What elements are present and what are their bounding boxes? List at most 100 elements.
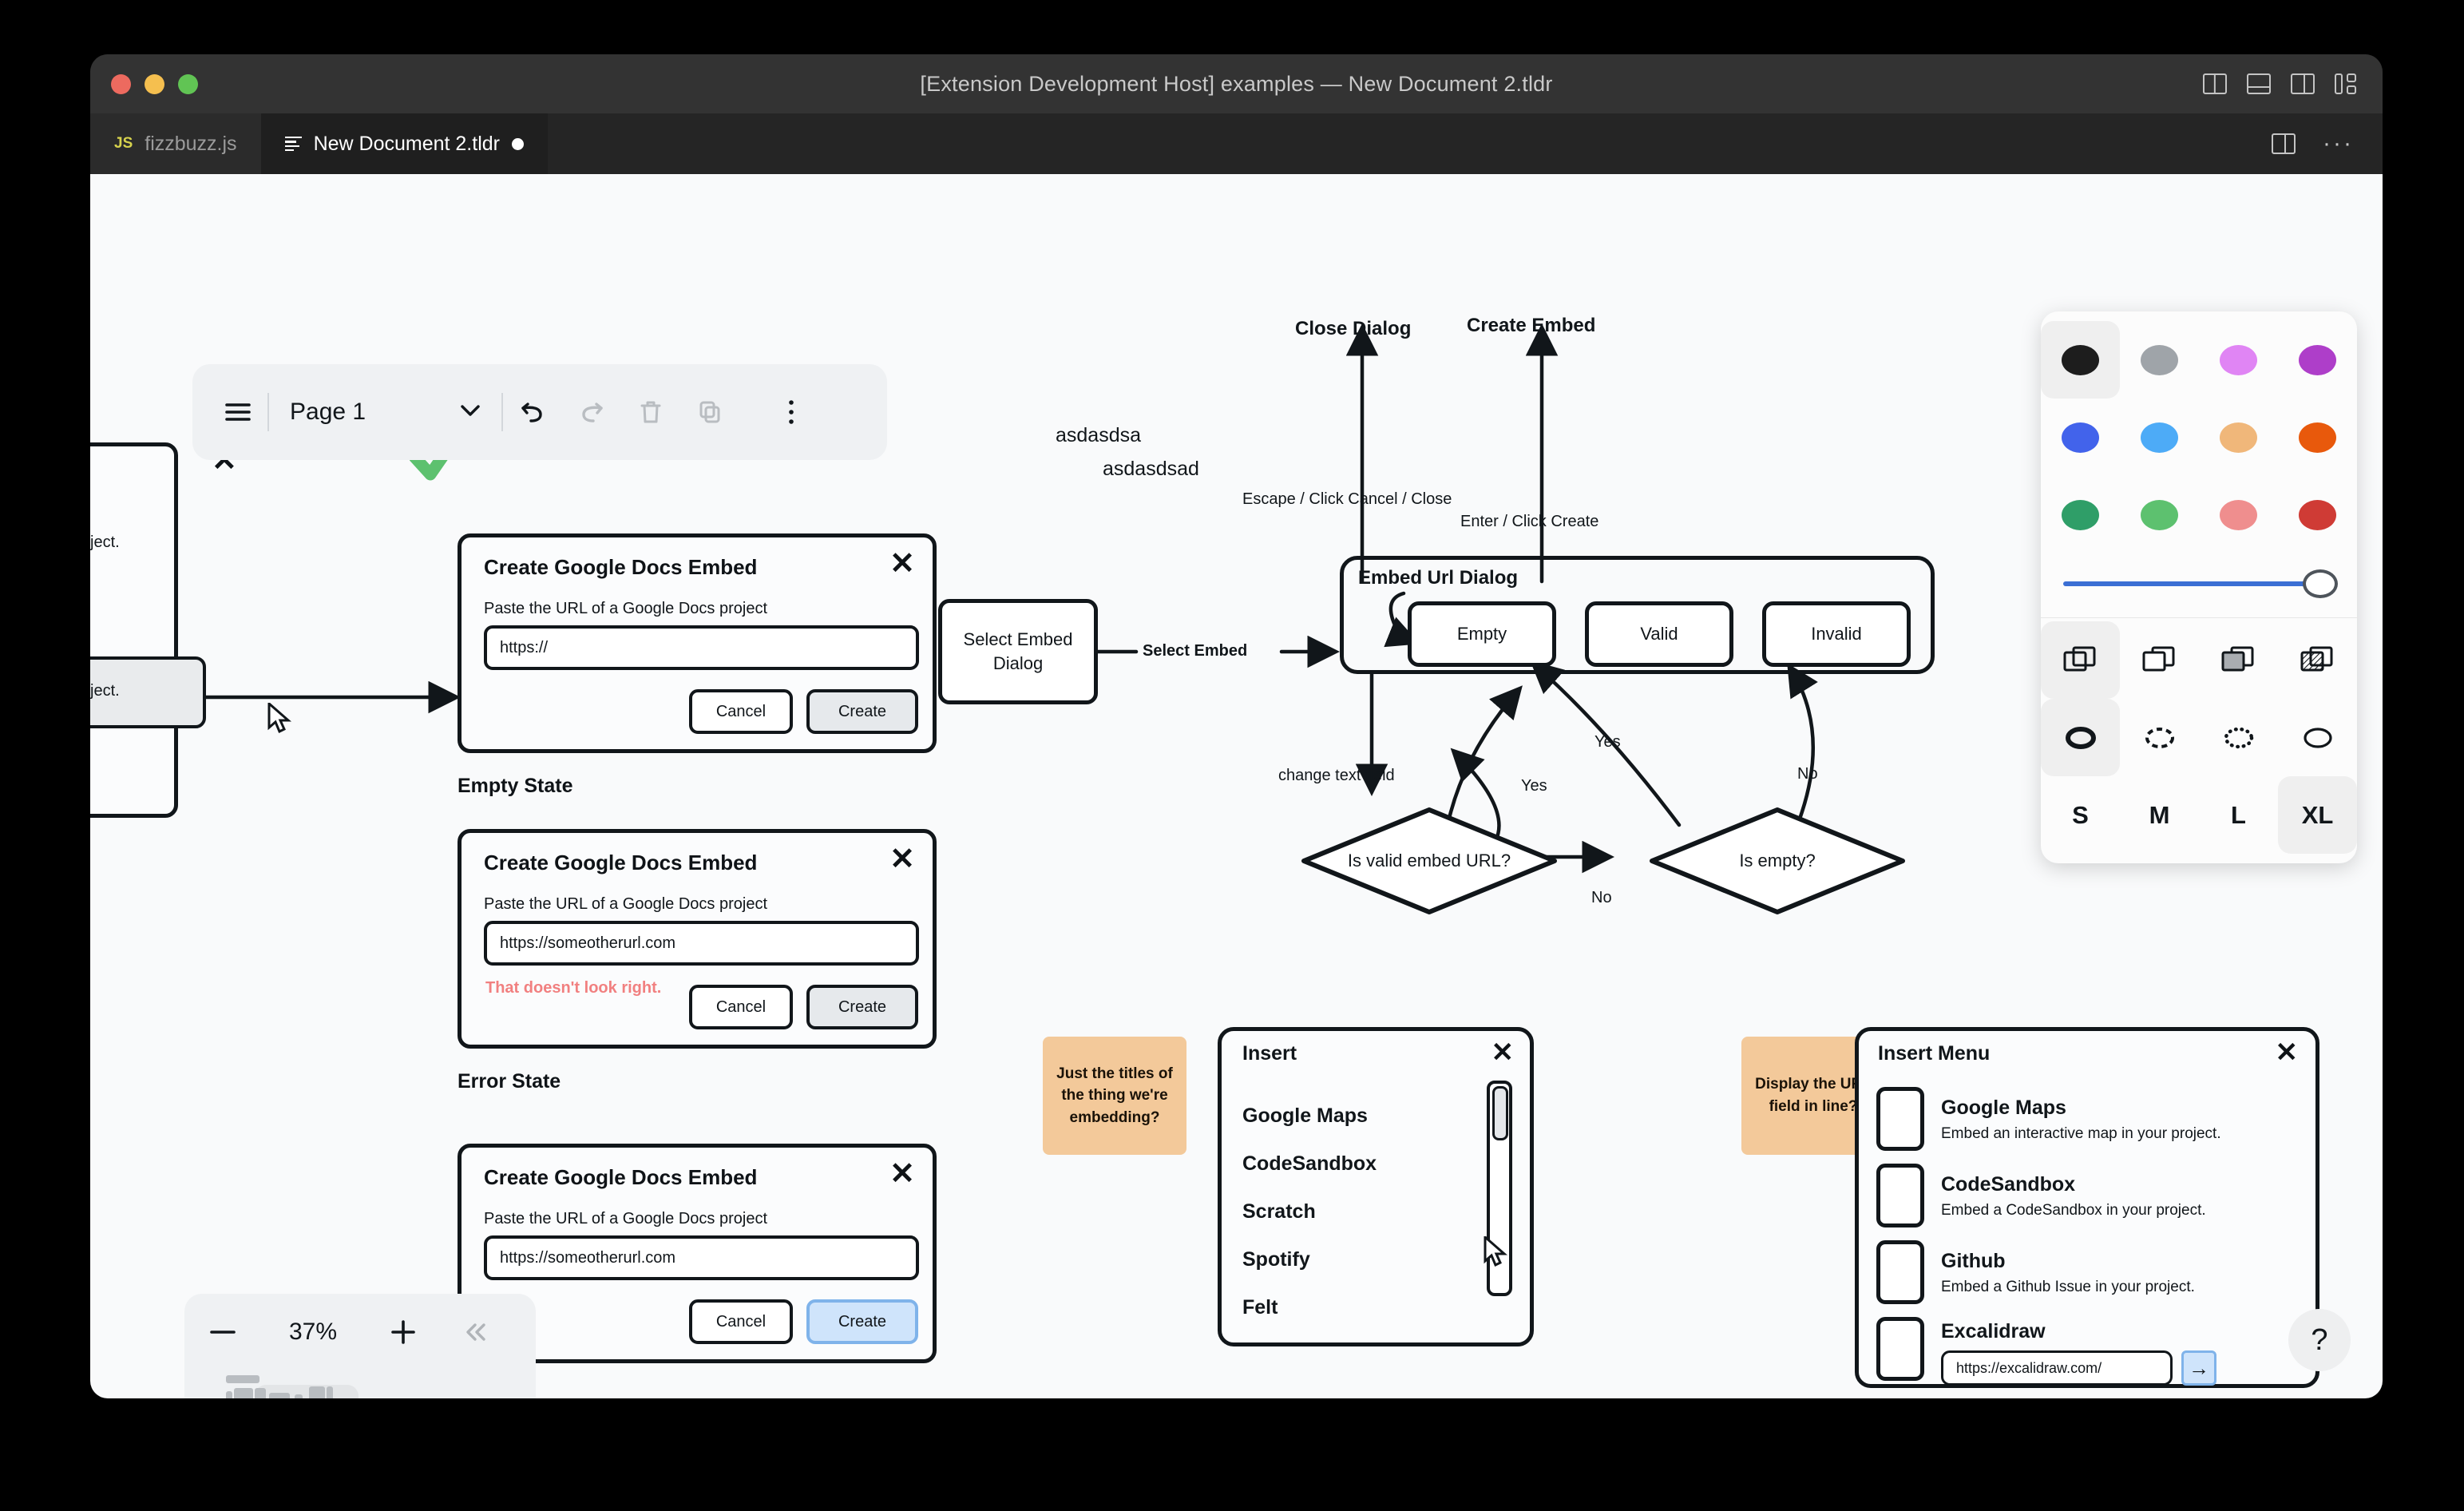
- create-button[interactable]: Create: [806, 689, 918, 734]
- insert-menu-thumb[interactable]: [1876, 1317, 1924, 1381]
- color-swatch-yellow[interactable]: [2199, 399, 2278, 476]
- close-icon[interactable]: ✕: [1491, 1037, 1515, 1068]
- toggle-primary-sidebar-icon[interactable]: [2203, 73, 2227, 94]
- fill-solid-icon[interactable]: [2199, 621, 2278, 699]
- page-selector[interactable]: Page 1: [269, 399, 501, 426]
- insert-menu-panel[interactable]: Insert Menu ✕ Google Maps Embed an inter…: [1855, 1027, 2319, 1388]
- zoom-and-minimap-panel[interactable]: 37%: [184, 1294, 536, 1398]
- dialog-valid-state[interactable]: Create Google Docs Embed ✕ Paste the URL…: [458, 1144, 937, 1363]
- redo-icon[interactable]: [562, 383, 621, 442]
- toggle-panel-icon[interactable]: [2247, 73, 2271, 94]
- node-valid[interactable]: Valid: [1585, 601, 1733, 667]
- dialog-error-state[interactable]: Create Google Docs Embed ✕ Paste the URL…: [458, 829, 937, 1049]
- minimize-window-button[interactable]: [145, 73, 164, 94]
- insert-panel[interactable]: Insert ✕ Google Maps CodeSandbox Scratch…: [1218, 1027, 1534, 1346]
- editor-menubar[interactable]: Page 1: [192, 364, 887, 460]
- fill-pattern-icon[interactable]: [2278, 621, 2357, 699]
- color-swatch-violet[interactable]: [2278, 321, 2357, 399]
- size-s[interactable]: S: [2072, 800, 2089, 829]
- hamburger-menu-icon[interactable]: [208, 383, 267, 442]
- color-swatch-green[interactable]: [2041, 476, 2120, 553]
- color-swatch-light-blue[interactable]: [2120, 399, 2199, 476]
- tldraw-canvas[interactable]: ✕ n your project. our project. n your pr…: [90, 174, 2383, 1398]
- card-highlight-row[interactable]: [90, 656, 206, 728]
- opacity-slider-knob[interactable]: [2303, 569, 2338, 598]
- insert-menu-thumb[interactable]: [1876, 1240, 1924, 1304]
- insert-menu-title-codesandbox[interactable]: CodeSandbox: [1941, 1173, 2076, 1196]
- split-editor-icon[interactable]: [2272, 133, 2296, 154]
- dash-dotted-icon[interactable]: [2199, 699, 2278, 776]
- create-button[interactable]: Create: [806, 1299, 918, 1344]
- insert-item-google-maps[interactable]: Google Maps: [1242, 1104, 1368, 1127]
- scrollbar-track[interactable]: [1487, 1081, 1512, 1296]
- style-panel[interactable]: S M L XL: [2041, 311, 2357, 863]
- dialog-empty-state[interactable]: Create Google Docs Embed ✕ Paste the URL…: [458, 533, 937, 753]
- node-empty[interactable]: Empty: [1408, 601, 1556, 667]
- zoom-level-label[interactable]: 37%: [288, 1319, 338, 1345]
- close-window-button[interactable]: [111, 73, 131, 94]
- fill-none-icon[interactable]: [2041, 621, 2120, 699]
- dash-draw-icon[interactable]: [2041, 699, 2120, 776]
- left-partial-card[interactable]: [90, 442, 178, 818]
- insert-menu-title-github[interactable]: Github: [1941, 1250, 2006, 1272]
- insert-item-spotify[interactable]: Spotify: [1242, 1248, 1310, 1271]
- color-swatch-grey[interactable]: [2120, 321, 2199, 399]
- color-swatch-light-violet[interactable]: [2199, 321, 2278, 399]
- node-is-empty[interactable]: Is empty?: [1646, 805, 1909, 917]
- color-swatch-orange[interactable]: [2278, 399, 2357, 476]
- group-embed-url-dialog[interactable]: [1340, 556, 1935, 674]
- dash-solid-icon[interactable]: [2278, 699, 2357, 776]
- color-swatch-blue[interactable]: [2041, 399, 2120, 476]
- size-l[interactable]: L: [2231, 800, 2246, 829]
- create-button[interactable]: Create: [806, 985, 918, 1029]
- sticky-note-titles[interactable]: Just the titles of the thing we're embed…: [1043, 1037, 1186, 1155]
- trash-icon[interactable]: [621, 383, 680, 442]
- tab-new-document-2-tldr[interactable]: New Document 2.tldr: [260, 113, 548, 174]
- maximize-window-button[interactable]: [178, 73, 198, 94]
- insert-item-codesandbox[interactable]: CodeSandbox: [1242, 1152, 1377, 1175]
- node-is-valid-embed-url[interactable]: Is valid embed URL?: [1297, 805, 1561, 917]
- cancel-button[interactable]: Cancel: [689, 985, 793, 1029]
- color-swatch-black[interactable]: [2041, 321, 2120, 399]
- zoom-out-button[interactable]: [184, 1294, 261, 1370]
- chevron-down-icon[interactable]: [460, 404, 481, 421]
- customize-layout-icon[interactable]: [2335, 73, 2359, 94]
- toggle-secondary-sidebar-icon[interactable]: [2291, 73, 2315, 94]
- node-invalid[interactable]: Invalid: [1762, 601, 1911, 667]
- color-swatch-light-green[interactable]: [2120, 476, 2199, 553]
- undo-icon[interactable]: [503, 383, 562, 442]
- insert-item-felt[interactable]: Felt: [1242, 1296, 1278, 1319]
- close-icon[interactable]: ✕: [889, 843, 915, 876]
- tab-fizzbuzz-js[interactable]: JS fizzbuzz.js: [90, 113, 261, 174]
- opacity-slider[interactable]: [2041, 553, 2357, 614]
- color-swatch-red[interactable]: [2278, 476, 2357, 553]
- cancel-button[interactable]: Cancel: [689, 1299, 793, 1344]
- fill-semi-icon[interactable]: [2120, 621, 2199, 699]
- insert-item-scratch[interactable]: Scratch: [1242, 1200, 1316, 1223]
- excalidraw-submit-button[interactable]: →: [2181, 1350, 2216, 1386]
- scrollbar-thumb[interactable]: [1492, 1086, 1508, 1140]
- cancel-button[interactable]: Cancel: [689, 689, 793, 734]
- close-icon[interactable]: ✕: [2275, 1037, 2299, 1068]
- vertical-dots-icon[interactable]: [762, 383, 821, 442]
- collapse-minimap-button[interactable]: [442, 1294, 510, 1370]
- insert-menu-title-excalidraw[interactable]: Excalidraw: [1941, 1320, 2046, 1342]
- size-m[interactable]: M: [2149, 800, 2170, 829]
- close-icon[interactable]: ✕: [889, 547, 915, 581]
- url-input[interactable]: https://someotherurl.com: [484, 921, 919, 966]
- excalidraw-url-input[interactable]: https://excalidraw.com/: [1941, 1350, 2173, 1386]
- dash-dashed-icon[interactable]: [2120, 699, 2199, 776]
- insert-menu-thumb[interactable]: [1876, 1087, 1924, 1151]
- more-actions-icon[interactable]: ···: [2323, 130, 2354, 157]
- help-button[interactable]: ?: [2288, 1309, 2351, 1371]
- url-input[interactable]: https://someotherurl.com: [484, 1235, 919, 1280]
- url-input[interactable]: https://: [484, 625, 919, 670]
- insert-menu-thumb[interactable]: [1876, 1164, 1924, 1227]
- color-swatch-light-red[interactable]: [2199, 476, 2278, 553]
- zoom-in-button[interactable]: [365, 1294, 442, 1370]
- minimap[interactable]: [184, 1370, 536, 1398]
- duplicate-icon[interactable]: [680, 383, 739, 442]
- size-xl[interactable]: XL: [2278, 776, 2357, 854]
- close-icon[interactable]: ✕: [889, 1157, 915, 1191]
